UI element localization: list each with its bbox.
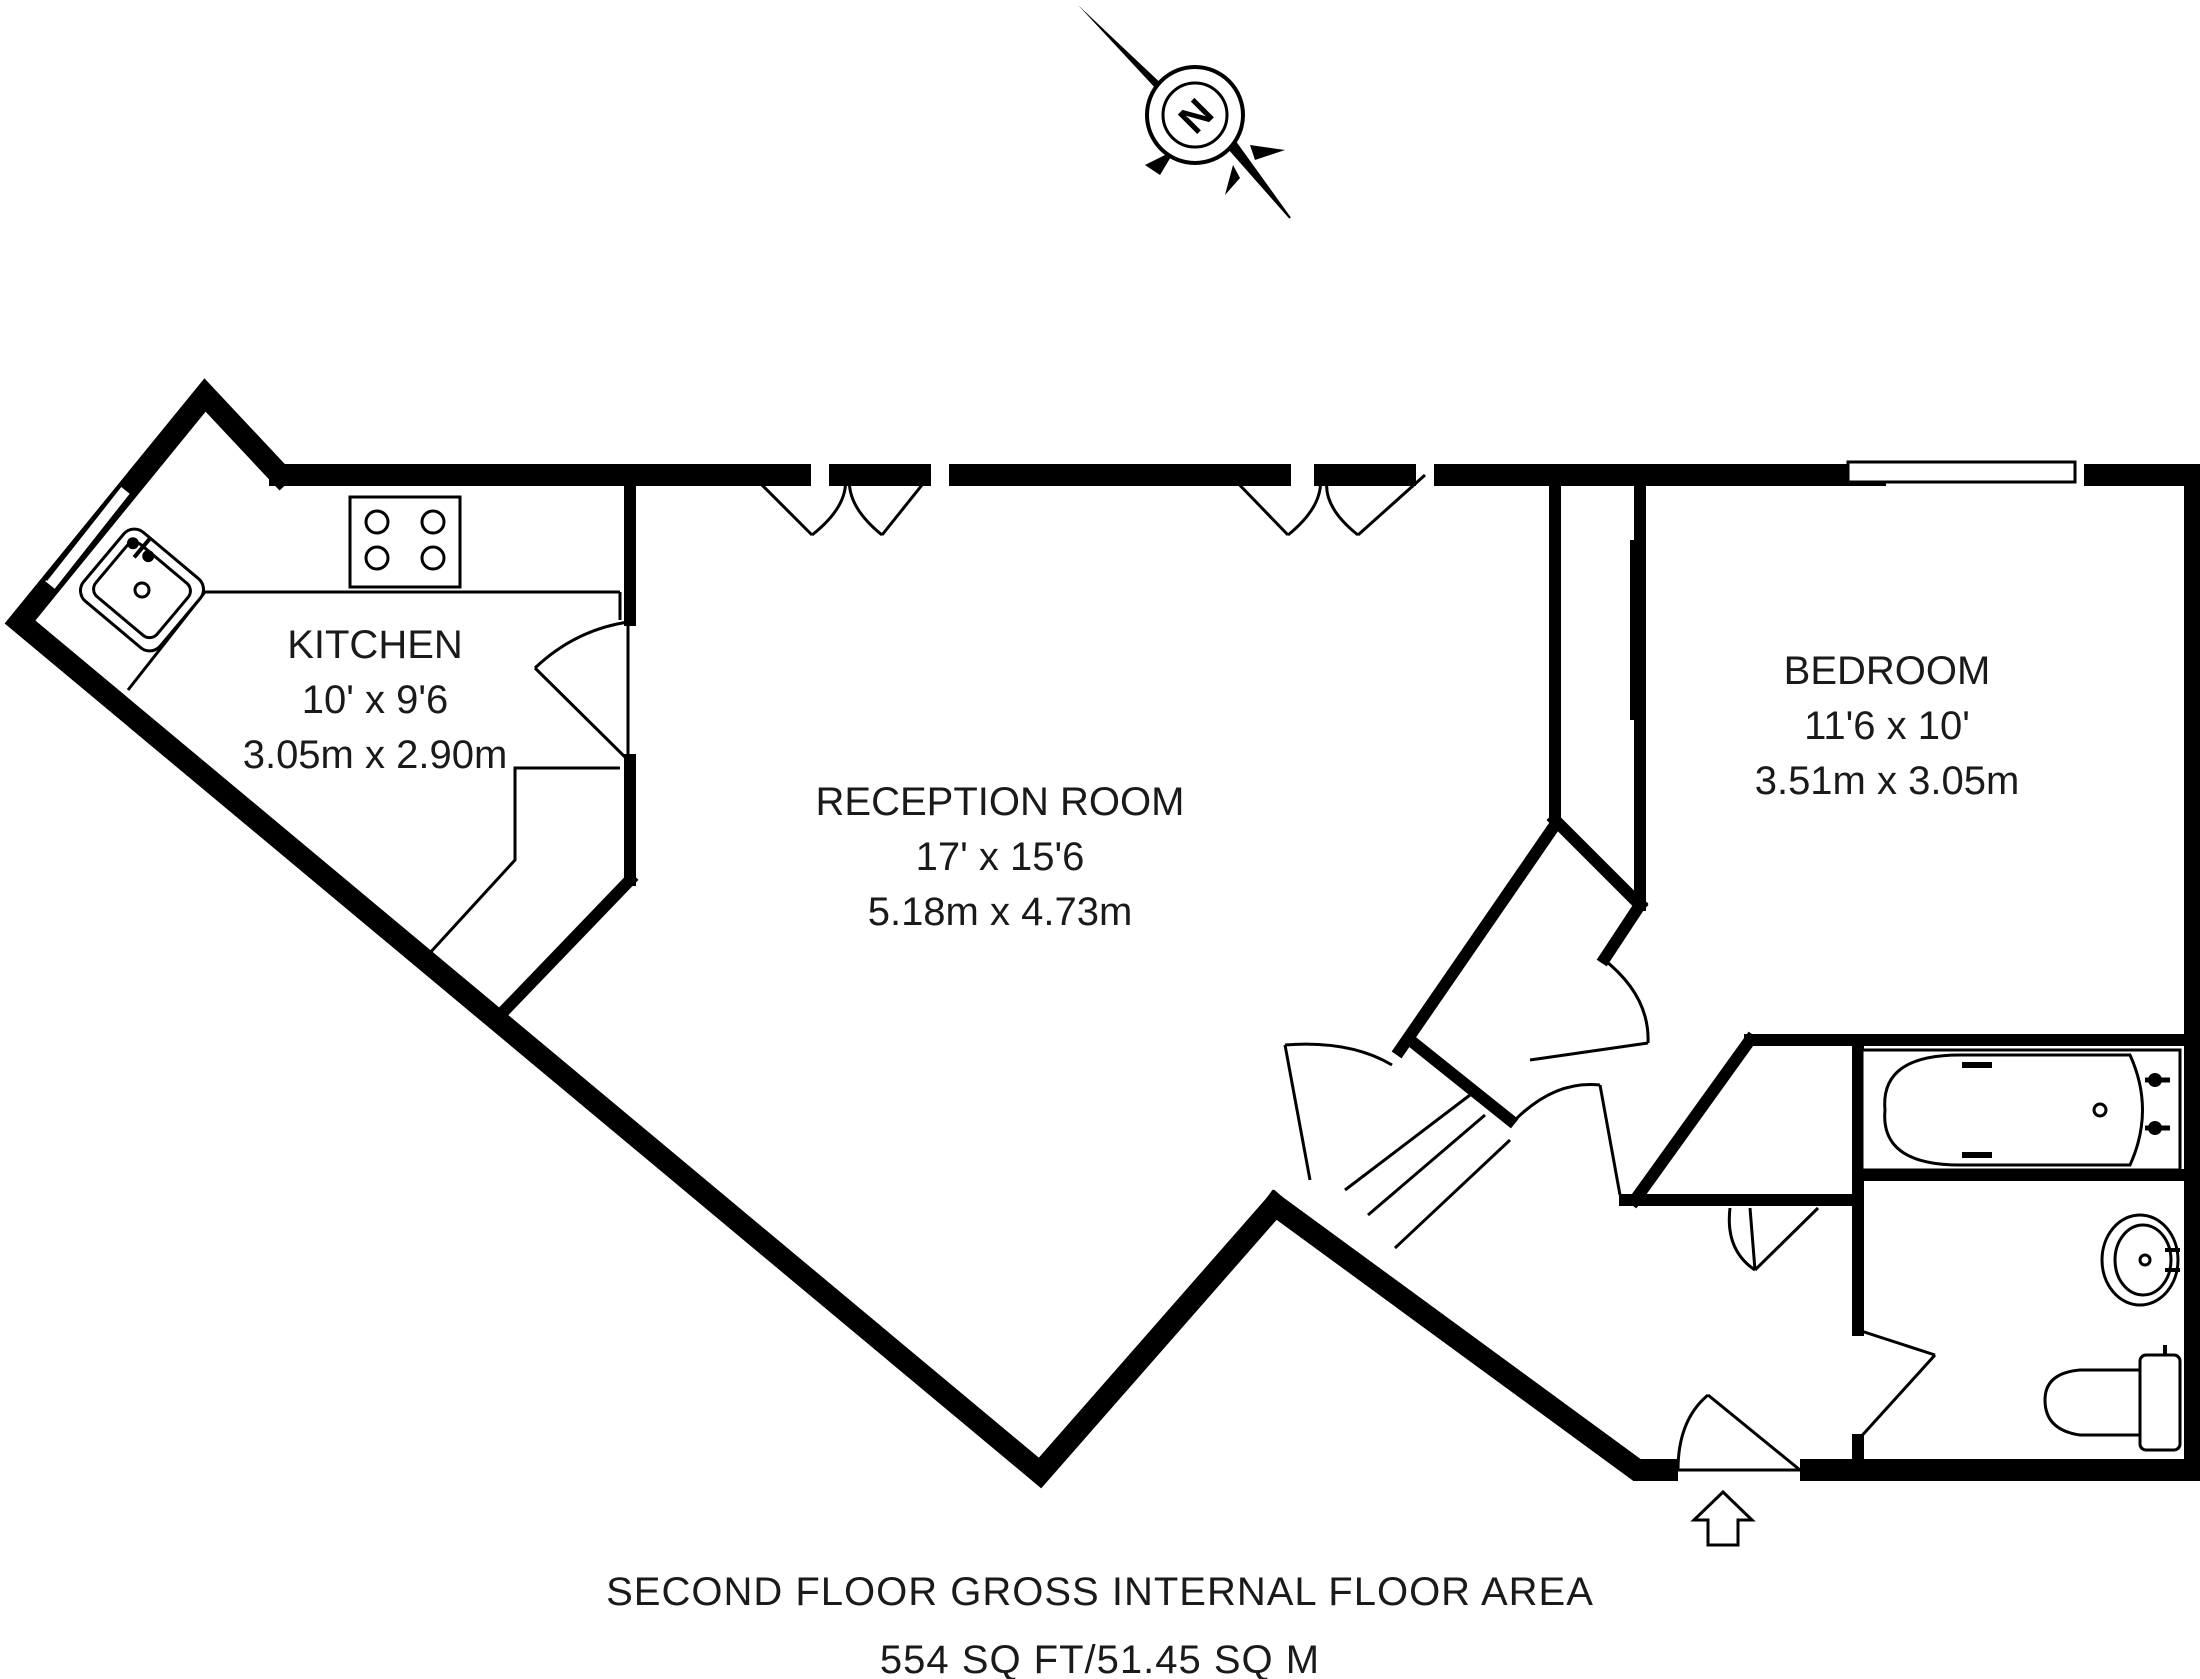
kitchen-door[interactable] (533, 620, 630, 762)
reception-name: RECEPTION ROOM (816, 780, 1185, 824)
reception-door[interactable] (1283, 1042, 1393, 1181)
kitchen-counter (126, 590, 622, 957)
cupboard-door[interactable] (1727, 1206, 1820, 1272)
reception-label: RECEPTION ROOM 17' x 15'6 5.18m x 4.73m (816, 780, 1185, 934)
kitchen-name: KITCHEN (287, 623, 463, 667)
reception-imperial: 17' x 15'6 (916, 835, 1085, 879)
bath-icon (1860, 1048, 2182, 1172)
sink-icon (78, 527, 206, 653)
basin-icon (2100, 1213, 2180, 1307)
exterior-walls (4, 378, 2200, 1489)
bedroom-label: BEDROOM 11'6 x 10' 3.51m x 3.05m (1755, 649, 2020, 803)
hall-door[interactable] (1513, 1082, 1622, 1196)
entrance-door[interactable] (1676, 1393, 1801, 1482)
bedroom-imperial: 11'6 x 10' (1804, 704, 1970, 748)
bathroom-door[interactable] (1856, 1328, 1937, 1442)
kitchen-imperial: 10' x 9'6 (302, 678, 448, 722)
kitchen-label: KITCHEN 10' x 9'6 3.05m x 2.90m (243, 623, 508, 777)
interior-walls (1391, 479, 2191, 1471)
floor-area-value: 554 SQ FT/51.45 SQ M (880, 1638, 1320, 1679)
hall-cupboard (1344, 1093, 1512, 1250)
reception-metric: 5.18m x 4.73m (868, 890, 1133, 934)
french-door-right[interactable] (1228, 473, 1427, 537)
kitchen-walls (496, 479, 639, 1019)
bedroom-name: BEDROOM (1784, 649, 1991, 693)
hob-icon (348, 495, 462, 589)
entrance-arrow-icon (1690, 1489, 1756, 1547)
french-door-left[interactable] (750, 473, 932, 537)
kitchen-metric: 3.05m x 2.90m (243, 733, 508, 777)
windows (44, 460, 2077, 591)
bedroom-door[interactable] (1529, 956, 1650, 1062)
wardrobe (1630, 490, 1641, 720)
toilet-icon (2043, 1345, 2182, 1452)
bedroom-metric: 3.51m x 3.05m (1755, 759, 2020, 803)
compass-icon: N (1078, 5, 1291, 219)
floor-area-title: SECOND FLOOR GROSS INTERNAL FLOOR AREA (606, 1570, 1594, 1614)
